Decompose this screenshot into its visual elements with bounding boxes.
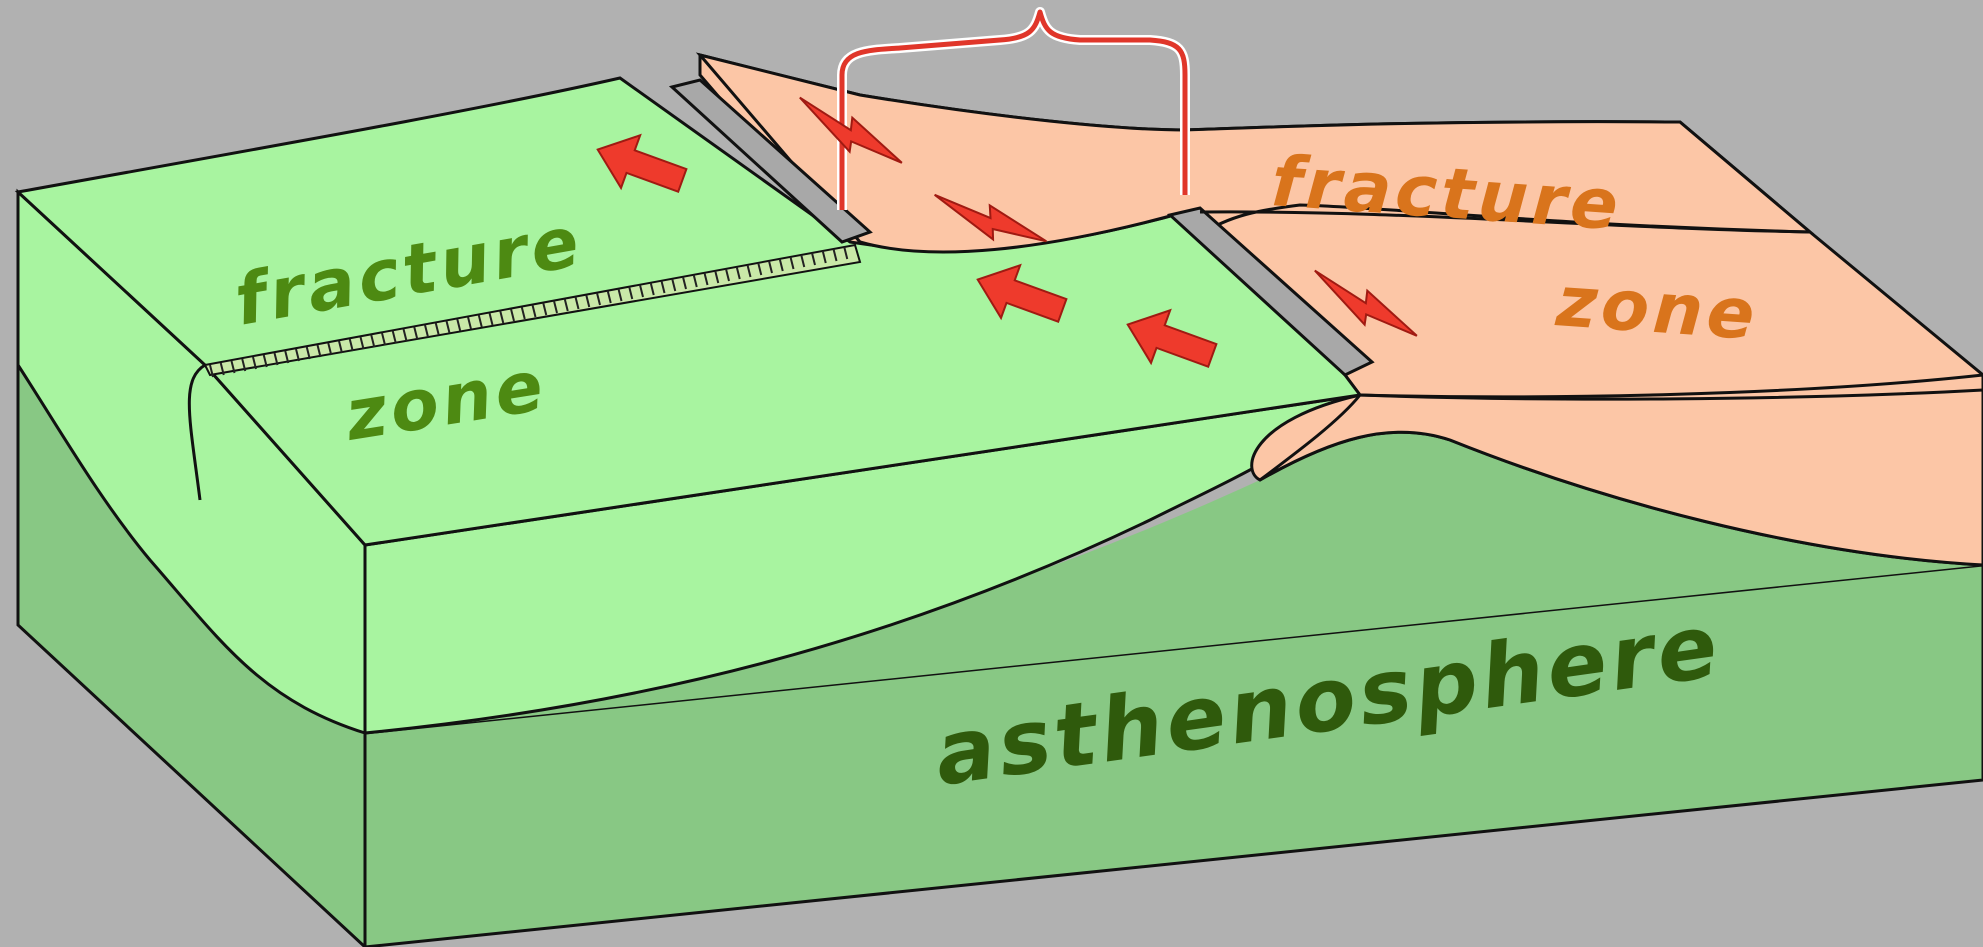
orange-zone-label: zone: [1553, 260, 1761, 356]
